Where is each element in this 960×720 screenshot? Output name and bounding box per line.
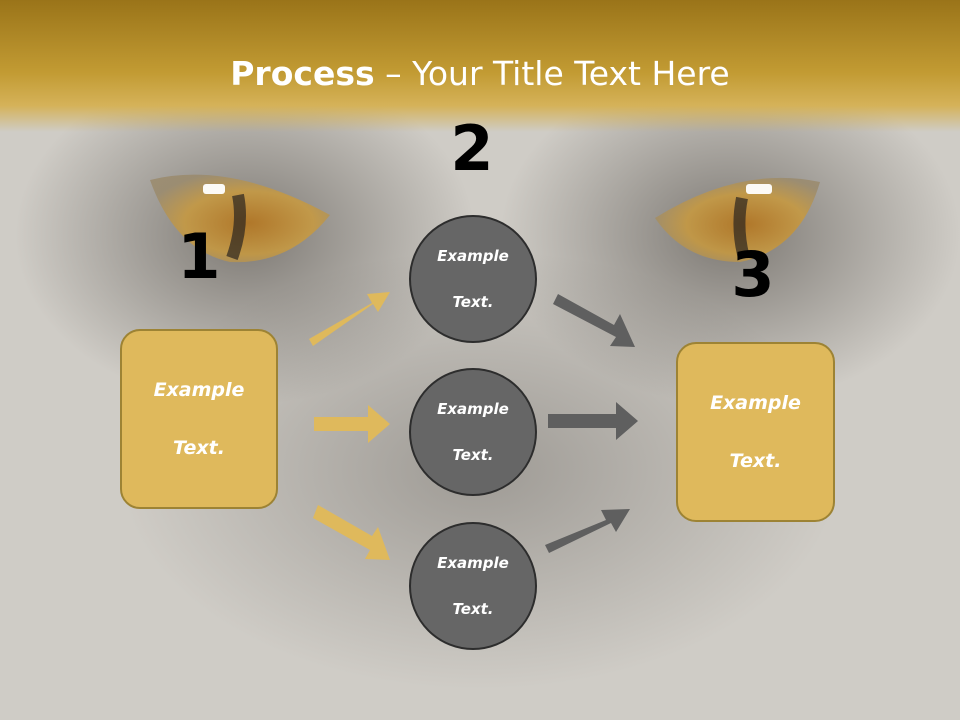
arrow-left-to-circle-1 <box>309 292 390 346</box>
circle-3-line2: Text. <box>452 599 494 618</box>
arrow-circle-3-to-right <box>545 509 630 553</box>
circle-2-line1: Example <box>437 399 509 418</box>
arrow-left-to-circle-3 <box>313 505 390 560</box>
arrow-circle-2-to-right <box>548 402 638 440</box>
arrow-circle-1-to-right <box>553 294 635 347</box>
right-box-line2: Text. <box>729 449 782 472</box>
title-rest: – Your Title Text Here <box>374 54 730 93</box>
circle-3-line1: Example <box>437 553 509 572</box>
title-bold: Process <box>230 54 375 93</box>
step-number-3: 3 <box>731 238 775 311</box>
slide-title: Process – Your Title Text Here <box>0 52 960 96</box>
circle-2-line2: Text. <box>452 445 494 464</box>
left-box-line2: Text. <box>173 436 225 459</box>
circle-1-line2: Text. <box>452 292 494 311</box>
step-number-2: 2 <box>450 112 494 185</box>
arrow-left-to-circle-2 <box>314 405 390 443</box>
left-box-line1: Example <box>153 378 245 401</box>
circle-1-line1: Example <box>437 246 509 265</box>
title-bar <box>0 0 960 132</box>
step-number-1: 1 <box>177 220 221 293</box>
right-box-line1: Example <box>710 391 801 414</box>
